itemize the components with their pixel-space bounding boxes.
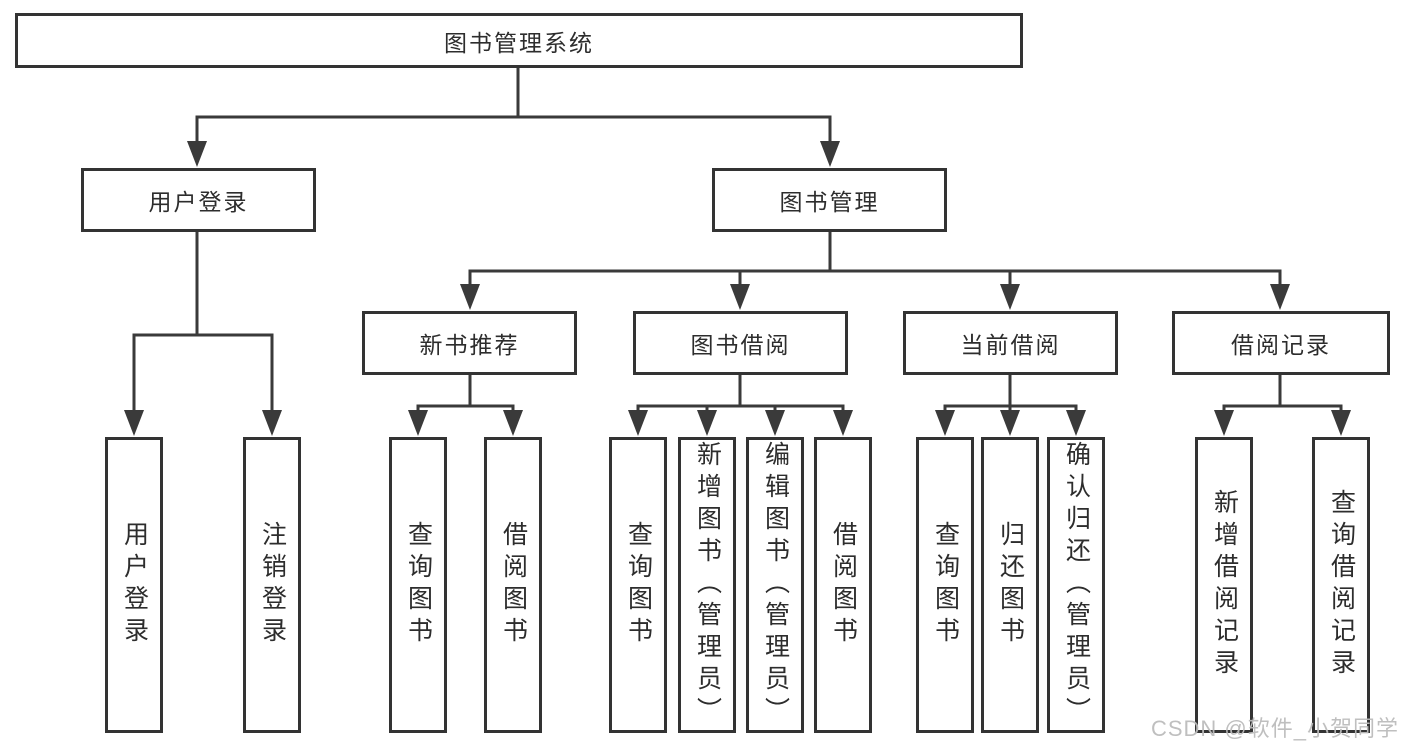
node-label: 借阅记录 (1231, 332, 1331, 358)
arrowhead-icon (697, 410, 717, 436)
connector-user-login-children (132, 232, 274, 412)
node-leaf-borrow-book-1: 借阅图书 (484, 437, 542, 733)
node-label: 借阅图书 (829, 521, 858, 649)
node-label: 用户登录 (148, 189, 249, 215)
node-leaf-confirm-return-admin: 确认归还（管理员） (1047, 437, 1105, 733)
node-current-borrowing: 当前借阅 (903, 311, 1118, 375)
node-label: 图书管理系统 (444, 29, 594, 56)
node-leaf-add-borrow-record: 新增借阅记录 (1195, 437, 1253, 733)
arrowhead-icon (408, 410, 428, 436)
csdn-watermark: CSDN @软件_小贺同学 (1150, 716, 1399, 741)
node-label: 新增图书（管理员） (693, 441, 722, 729)
arrowhead-icon (1214, 410, 1234, 436)
arrowhead-icon (765, 410, 785, 436)
connector-borrow-records-children (1222, 375, 1343, 412)
arrowhead-icon (1000, 284, 1020, 310)
arrowhead-icon (730, 284, 750, 310)
node-label: 借阅图书 (499, 521, 528, 649)
connector-arrowheads (124, 141, 1351, 436)
arrowhead-icon (628, 410, 648, 436)
node-library-management-system: 图书管理系统 (15, 13, 1023, 68)
node-label: 当前借阅 (960, 332, 1061, 358)
node-leaf-query-book-1: 查询图书 (389, 437, 447, 733)
connector-current-borrowing-children (943, 375, 1078, 412)
node-leaf-add-book-admin: 新增图书（管理员） (678, 437, 736, 733)
node-leaf-logout: 注销登录 (243, 437, 301, 733)
node-label: 归还图书 (996, 521, 1025, 649)
node-label: 查询借阅记录 (1327, 489, 1356, 681)
arrowhead-icon (460, 284, 480, 310)
node-leaf-query-book-3: 查询图书 (916, 437, 974, 733)
arrowhead-icon (820, 141, 840, 167)
arrowhead-icon (935, 410, 955, 436)
node-label: 新增借阅记录 (1210, 489, 1239, 681)
node-label: 新书推荐 (419, 332, 520, 358)
node-label: 注销登录 (258, 521, 287, 649)
arrowhead-icon (262, 410, 282, 436)
arrowhead-icon (1000, 410, 1020, 436)
connector-root-to-level2 (195, 68, 832, 143)
node-leaf-query-book-2: 查询图书 (609, 437, 667, 733)
arrowhead-icon (187, 141, 207, 167)
node-label: 查询图书 (624, 521, 653, 649)
arrowhead-icon (833, 410, 853, 436)
arrowhead-icon (503, 410, 523, 436)
connector-new-book-children (416, 375, 515, 412)
node-label: 查询图书 (404, 521, 433, 649)
node-new-book-recommend: 新书推荐 (362, 311, 577, 375)
node-leaf-borrow-book-2: 借阅图书 (814, 437, 872, 733)
node-book-borrowing: 图书借阅 (633, 311, 848, 375)
node-book-management: 图书管理 (712, 168, 947, 232)
node-user-login: 用户登录 (81, 168, 316, 232)
node-leaf-query-borrow-record: 查询借阅记录 (1312, 437, 1370, 733)
node-label: 用户登录 (120, 521, 149, 649)
node-leaf-edit-book-admin: 编辑图书（管理员） (746, 437, 804, 733)
arrowhead-icon (1066, 410, 1086, 436)
node-label: 编辑图书（管理员） (761, 441, 790, 729)
connector-book-management-children (468, 232, 1282, 286)
node-borrow-records: 借阅记录 (1172, 311, 1390, 375)
node-label: 图书借阅 (690, 332, 791, 358)
arrowhead-icon (1331, 410, 1351, 436)
arrowhead-icon (124, 410, 144, 436)
connector-book-borrowing-children (636, 375, 845, 412)
arrowhead-icon (1270, 284, 1290, 310)
node-label: 图书管理 (779, 189, 880, 215)
node-label: 确认归还（管理员） (1062, 441, 1091, 729)
connector-paths (132, 68, 1343, 412)
node-label: 查询图书 (931, 521, 960, 649)
node-leaf-user-login: 用户登录 (105, 437, 163, 733)
node-leaf-return-book: 归还图书 (981, 437, 1039, 733)
